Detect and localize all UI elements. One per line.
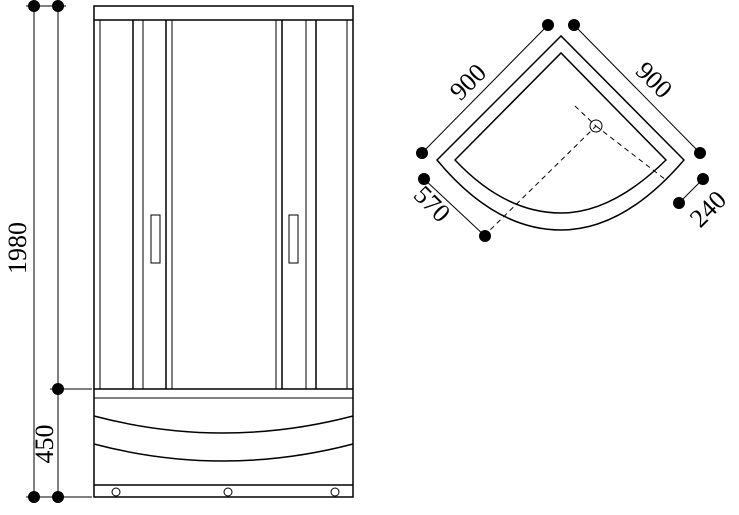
- corner-offset-label: 240: [684, 185, 732, 233]
- dimension-dot: [568, 19, 580, 31]
- side-dimension-line-right: [573, 24, 701, 154]
- side-dimension-line-left: [421, 24, 549, 154]
- dimension-dot: [52, 491, 64, 503]
- dimension-dot: [694, 147, 706, 159]
- drain-centerline: [595, 125, 667, 181]
- dimension-dot: [28, 491, 40, 503]
- tray-height-label: 450: [30, 425, 59, 464]
- door-handle-right: [288, 214, 299, 264]
- side-right-label: 900: [630, 56, 678, 104]
- dimension-dot: [673, 197, 685, 209]
- dimension-dot: [479, 230, 491, 242]
- tray-front-curve-upper: [93, 415, 354, 434]
- front-depth-label: 570: [408, 180, 456, 228]
- side-left-label: 900: [444, 58, 492, 106]
- total-height-label: 1980: [3, 222, 32, 274]
- dimension-dot: [697, 173, 709, 185]
- diagonal-centerline: [483, 125, 597, 237]
- foot-circle: [111, 487, 121, 497]
- foot-circle: [223, 487, 233, 497]
- dimension-dot: [542, 19, 554, 31]
- tray-outline-outer: [435, 34, 686, 231]
- dimension-dot: [28, 0, 40, 12]
- tray-front-curve-lower: [93, 443, 354, 462]
- door-handle-left: [150, 214, 161, 264]
- depth-dimension-line: [423, 178, 486, 237]
- dimension-dot: [416, 147, 428, 159]
- foot-circle: [330, 487, 340, 497]
- dimension-dot: [52, 0, 64, 12]
- drain-centerline: [574, 105, 597, 127]
- plan-view: 900 900 570 240: [408, 19, 732, 242]
- dimension-dot: [52, 383, 64, 395]
- front-elevation-view: 1980 450: [3, 0, 354, 503]
- dimension-dot: [418, 173, 430, 185]
- cabin-outline: [93, 5, 354, 498]
- tray-outline-inner: [453, 51, 668, 214]
- drain-icon: [589, 119, 603, 133]
